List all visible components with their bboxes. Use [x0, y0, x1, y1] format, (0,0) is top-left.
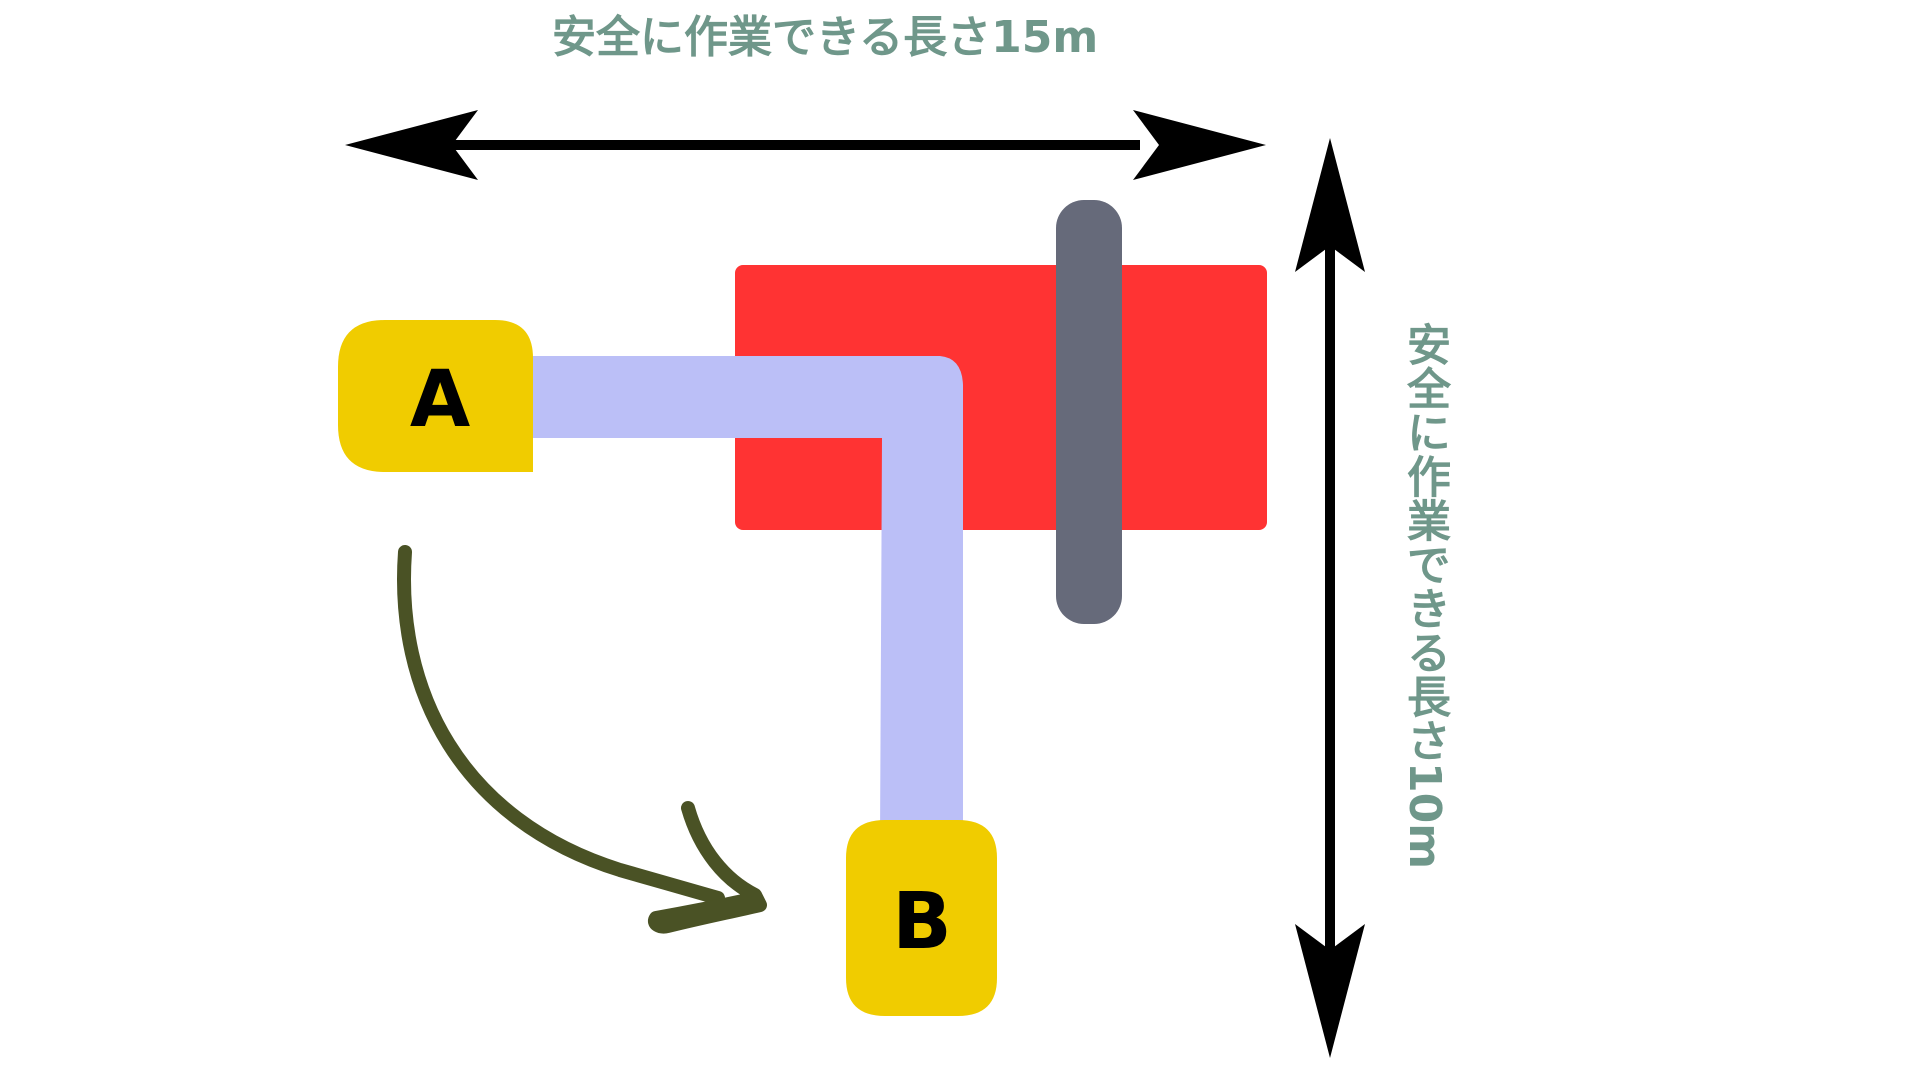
height-dimension-label: 安全に作業できる長さ10m [1399, 322, 1450, 870]
point-a: A [338, 320, 533, 472]
width-arrow-right-head [1133, 110, 1266, 180]
point-b: B [846, 820, 997, 1016]
rotation-arrow [397, 545, 767, 934]
point-a-box [338, 320, 533, 472]
height-arrow-top-head [1295, 138, 1365, 272]
work-area-rect [735, 265, 1267, 530]
width-dimension-label: 安全に作業できる長さ15m [552, 12, 1099, 63]
a-to-b-path [500, 356, 963, 840]
width-dimension-arrow [345, 110, 1266, 180]
point-b-box [846, 820, 997, 1016]
width-arrow-left-head [345, 110, 478, 180]
rotation-arrow-curve [397, 545, 725, 905]
rotation-arrow-head [648, 801, 767, 934]
height-dimension-arrow [1295, 138, 1365, 1058]
point-a-label: A [410, 355, 470, 445]
height-arrow-bottom-head [1295, 924, 1365, 1058]
vertical-bar [1056, 200, 1122, 624]
point-b-label: B [892, 877, 951, 967]
